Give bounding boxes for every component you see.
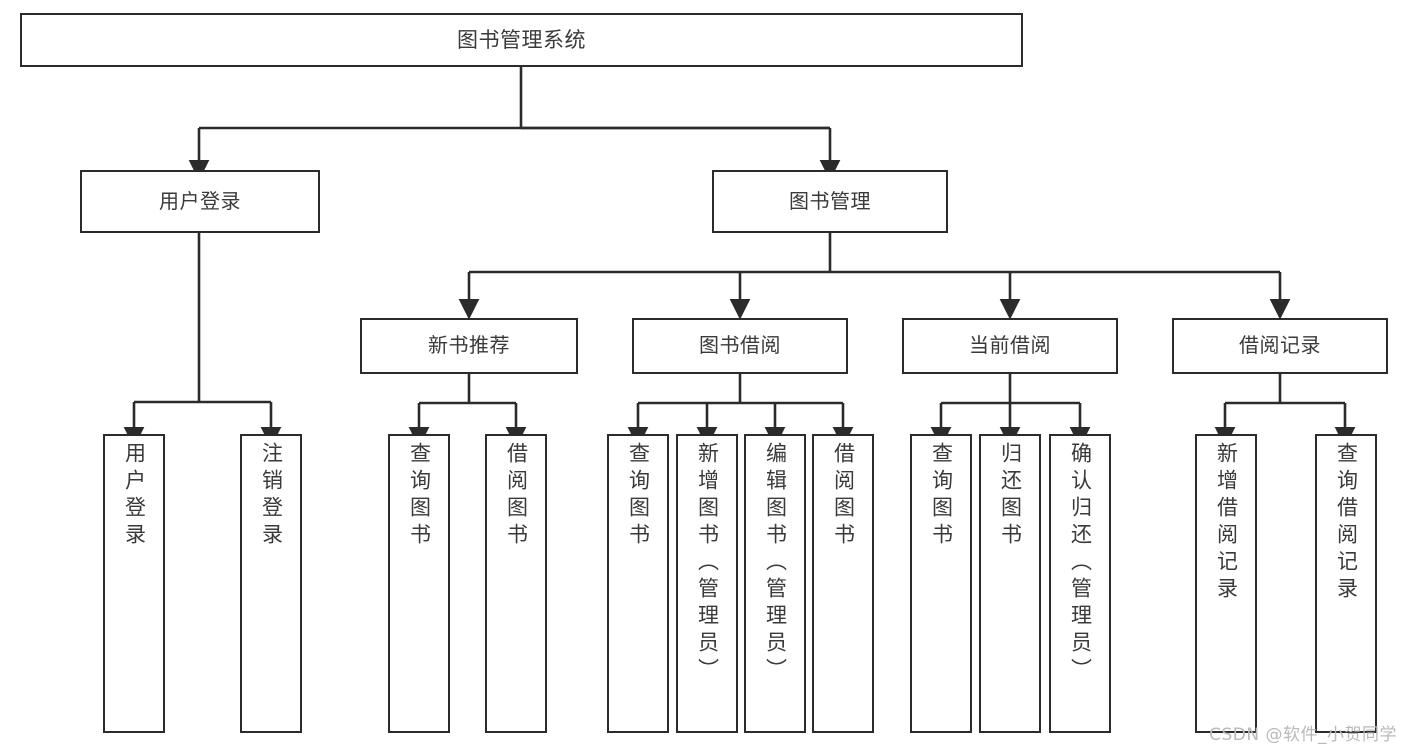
node-leaf-add-book-admin[interactable]: 新增图书（管理员） [676, 434, 738, 733]
node-leaf-edit-book-admin-label: 编辑图书（管理员） [763, 442, 788, 685]
node-leaf-borrow-book-2[interactable]: 借阅图书 [812, 434, 874, 733]
node-leaf-query-book-1-label: 查询图书 [407, 442, 432, 550]
node-leaf-edit-book-admin[interactable]: 编辑图书（管理员） [744, 434, 806, 733]
node-leaf-query-book-2[interactable]: 查询图书 [607, 434, 669, 733]
node-leaf-confirm-return-admin-label: 确认归还（管理员） [1068, 442, 1093, 685]
node-leaf-query-borrow-record-label: 查询借阅记录 [1334, 442, 1359, 604]
node-leaf-query-book-1[interactable]: 查询图书 [388, 434, 450, 733]
node-leaf-logout-label: 注销登录 [259, 442, 284, 550]
node-new-book-recommend[interactable]: 新书推荐 [360, 318, 578, 374]
node-root[interactable]: 图书管理系统 [20, 13, 1023, 67]
node-leaf-query-book-3[interactable]: 查询图书 [910, 434, 972, 733]
node-leaf-return-book-label: 归还图书 [998, 442, 1023, 550]
node-leaf-query-book-2-label: 查询图书 [626, 442, 651, 550]
node-book-manage-label: 图书管理 [789, 188, 871, 213]
node-borrow-record-label: 借阅记录 [1239, 333, 1321, 358]
node-new-book-recommend-label: 新书推荐 [428, 333, 510, 358]
node-user-login[interactable]: 用户登录 [80, 170, 320, 233]
node-leaf-user-login-label: 用户登录 [122, 442, 147, 550]
node-leaf-query-book-3-label: 查询图书 [929, 442, 954, 550]
node-leaf-add-book-admin-label: 新增图书（管理员） [695, 442, 720, 685]
node-root-label: 图书管理系统 [457, 27, 586, 52]
node-leaf-logout[interactable]: 注销登录 [240, 434, 302, 733]
csdn-watermark: CSDN @软件_小贺同学 [1209, 725, 1397, 745]
node-leaf-borrow-book-2-label: 借阅图书 [831, 442, 856, 550]
node-leaf-query-borrow-record[interactable]: 查询借阅记录 [1315, 434, 1377, 733]
node-user-login-label: 用户登录 [159, 188, 241, 213]
node-book-manage[interactable]: 图书管理 [712, 170, 948, 233]
node-leaf-borrow-book-1-label: 借阅图书 [504, 442, 529, 550]
node-current-borrow[interactable]: 当前借阅 [902, 318, 1118, 374]
node-borrow-record[interactable]: 借阅记录 [1172, 318, 1388, 374]
node-leaf-add-borrow-record[interactable]: 新增借阅记录 [1195, 434, 1257, 733]
node-leaf-add-borrow-record-label: 新增借阅记录 [1214, 442, 1239, 604]
node-book-borrow-label: 图书借阅 [699, 333, 781, 358]
node-leaf-confirm-return-admin[interactable]: 确认归还（管理员） [1049, 434, 1111, 733]
node-book-borrow[interactable]: 图书借阅 [632, 318, 848, 374]
node-leaf-user-login[interactable]: 用户登录 [103, 434, 165, 733]
node-leaf-borrow-book-1[interactable]: 借阅图书 [485, 434, 547, 733]
node-leaf-return-book[interactable]: 归还图书 [979, 434, 1041, 733]
node-current-borrow-label: 当前借阅 [969, 333, 1051, 358]
